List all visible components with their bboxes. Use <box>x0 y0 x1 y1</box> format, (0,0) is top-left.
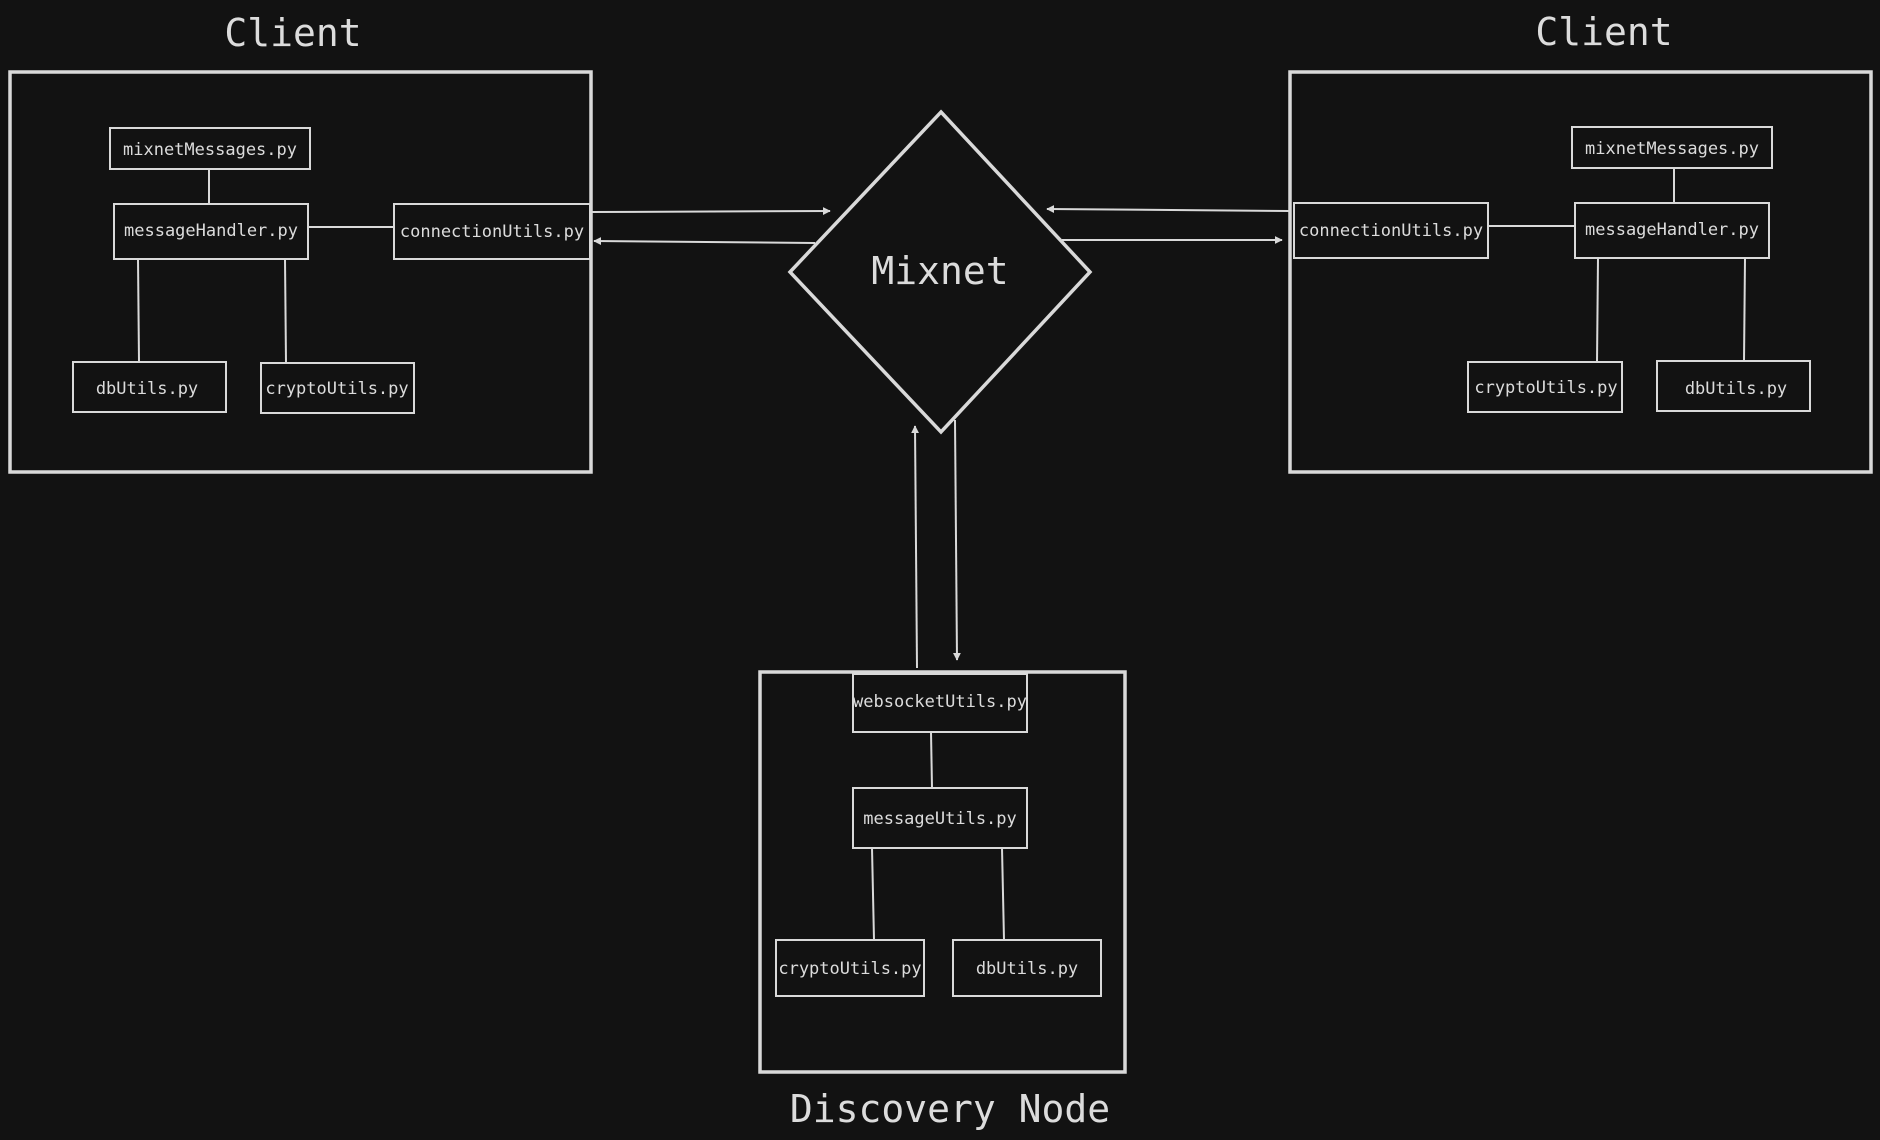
arrow-left-client-to-mixnet <box>591 207 831 216</box>
left-client-frame <box>8 70 593 474</box>
file-label: connectionUtils.py <box>400 222 584 242</box>
discovery-node: Discovery Node websocketUtils.py message… <box>758 670 1127 1131</box>
file-label: dbUtils.py <box>96 379 198 399</box>
file-label: cryptoUtils.py <box>265 379 408 399</box>
file-box-connectionutils[interactable]: connectionUtils.py <box>393 203 591 260</box>
file-label: cryptoUtils.py <box>1474 378 1617 398</box>
link-messagehandler-cryptoutils <box>284 258 287 364</box>
left-client: Client mixnetMessages.py messageHandler.… <box>8 11 593 474</box>
right-client-frame <box>1288 70 1873 474</box>
left-client-title: Client <box>224 11 361 55</box>
file-label: connectionUtils.py <box>1299 221 1483 241</box>
file-box-cryptoutils[interactable]: cryptoUtils.py <box>260 362 415 414</box>
mixnet-label: Mixnet <box>871 249 1008 293</box>
file-label: dbUtils.py <box>1685 379 1787 399</box>
arrow-mixnet-to-discovery <box>952 419 961 661</box>
file-box-connectionutils[interactable]: connectionUtils.py <box>1293 202 1489 259</box>
right-client: Client mixnetMessages.py messageHandler.… <box>1288 10 1873 474</box>
file-box-messageutils[interactable]: messageUtils.py <box>852 787 1028 849</box>
file-label: mixnetMessages.py <box>1585 139 1759 159</box>
discovery-node-title: Discovery Node <box>790 1087 1110 1131</box>
mixnet-diamond <box>787 109 1093 435</box>
arrow-mixnet-to-left-client <box>593 237 816 246</box>
discovery-node-frame <box>758 670 1127 1074</box>
link-messagehandler-dbutils <box>137 258 140 363</box>
file-label: cryptoUtils.py <box>778 959 921 979</box>
link-messageutils-cryptoutils <box>871 847 875 941</box>
file-label: messageHandler.py <box>124 221 298 241</box>
arrow-right-client-to-mixnet <box>1046 205 1290 214</box>
link-messagehandler-cryptoutils <box>1596 257 1599 363</box>
file-box-mixnetmessages[interactable]: mixnetMessages.py <box>109 127 311 170</box>
file-box-dbutils[interactable]: dbUtils.py <box>1656 360 1811 412</box>
link-messagehandler-dbutils <box>1743 257 1746 362</box>
link-messageutils-dbutils <box>1001 847 1005 941</box>
file-label: dbUtils.py <box>976 959 1078 979</box>
file-box-cryptoutils[interactable]: cryptoUtils.py <box>1467 361 1623 413</box>
arrow-discovery-to-mixnet <box>911 425 920 669</box>
right-client-title: Client <box>1535 10 1672 54</box>
file-label: websocketUtils.py <box>853 692 1027 712</box>
file-box-dbutils[interactable]: dbUtils.py <box>72 361 227 413</box>
link-websocketutils-messageutils <box>930 731 933 789</box>
file-box-messagehandler[interactable]: messageHandler.py <box>113 203 309 260</box>
mixnet-node[interactable]: Mixnet <box>787 109 1093 435</box>
file-label: mixnetMessages.py <box>123 140 297 160</box>
file-box-dbutils[interactable]: dbUtils.py <box>952 939 1102 997</box>
file-box-websocketutils[interactable]: websocketUtils.py <box>852 673 1028 733</box>
file-box-mixnetmessages[interactable]: mixnetMessages.py <box>1571 126 1773 169</box>
file-box-messagehandler[interactable]: messageHandler.py <box>1574 202 1770 259</box>
file-label: messageUtils.py <box>863 809 1017 829</box>
file-box-cryptoutils[interactable]: cryptoUtils.py <box>775 939 925 997</box>
file-label: messageHandler.py <box>1585 220 1759 240</box>
